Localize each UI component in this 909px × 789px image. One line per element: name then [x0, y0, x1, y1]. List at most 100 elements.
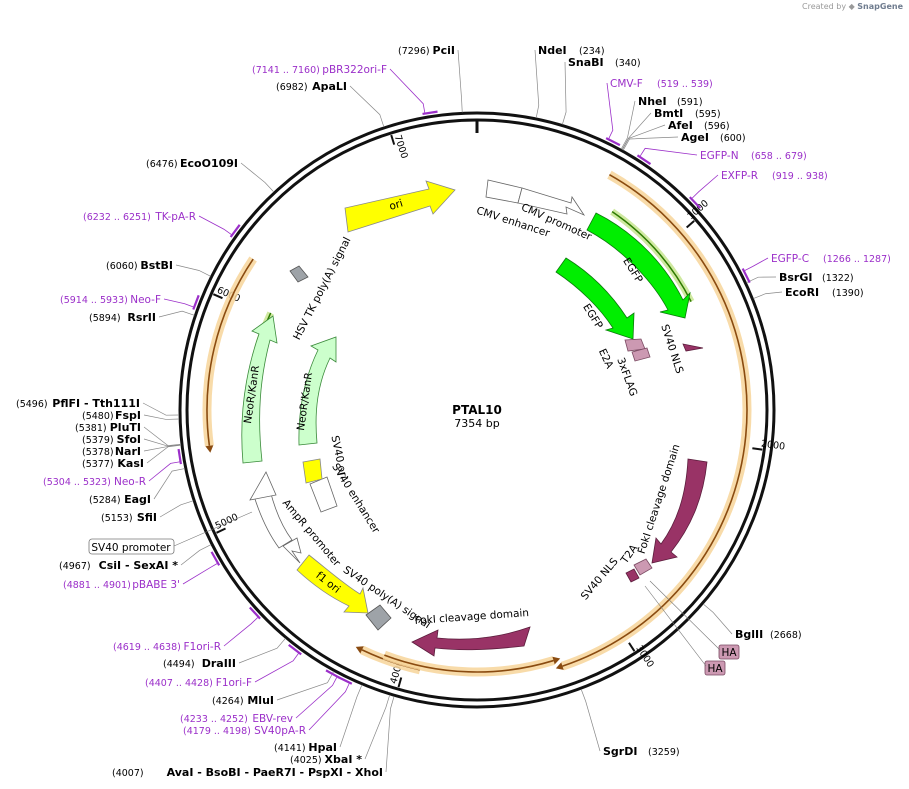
site-name[interactable]: PciI [433, 44, 455, 57]
site-name[interactable]: BmtI [654, 107, 683, 120]
primer-name[interactable]: EGFP-N [700, 150, 739, 162]
site-name[interactable]: PluTI [110, 421, 141, 434]
site-name[interactable]: EagI [124, 493, 151, 506]
site-name[interactable]: NheI [638, 95, 667, 108]
site-name[interactable]: KasI [117, 457, 144, 470]
site-name[interactable]: SnaBI [568, 56, 604, 69]
feature-neor-inner[interactable] [298, 336, 337, 446]
primer-name[interactable]: Neo-R [114, 476, 146, 488]
primer-name[interactable]: pBR322ori-F [322, 64, 387, 76]
site-name[interactable]: AvaI - BsoBI - PaeR7I - PspXI - XhoI [167, 766, 383, 779]
primer-mark [636, 154, 652, 165]
site-name[interactable]: AfeI [668, 119, 693, 132]
site-name[interactable]: FspI [115, 409, 141, 422]
backbone-inner [185, 118, 769, 702]
feature-egfp-inner[interactable] [555, 257, 635, 340]
site-position: (5153) [101, 513, 133, 524]
site-name[interactable]: SfiI [137, 511, 157, 524]
primer-mark [741, 268, 751, 284]
primer-name[interactable]: F1ori-F [216, 677, 252, 689]
feature-f1-ori[interactable] [296, 554, 369, 614]
orf-arrowhead [205, 445, 214, 453]
ha-leader-1 [649, 580, 721, 651]
primer-name[interactable]: SV40pA-R [254, 725, 306, 737]
primer-mark [288, 643, 302, 656]
site-leader [158, 310, 195, 318]
feature-t2a[interactable] [633, 558, 653, 576]
primer-range: (4179 .. 4198) [183, 726, 251, 737]
site-name[interactable]: CsiI - SexAI * [99, 559, 179, 572]
site-name[interactable]: AgeI [681, 131, 709, 144]
feature-foki-right[interactable] [651, 458, 708, 564]
primer-name[interactable]: EBV-rev [252, 713, 293, 725]
primer-name[interactable]: pBABE 3' [132, 579, 180, 591]
feature-sv40-promoter-head[interactable] [249, 471, 277, 501]
site-position: (6982) [276, 82, 308, 93]
primer-leader [691, 174, 719, 199]
site-name[interactable]: SfoI [117, 433, 141, 446]
primer-name[interactable]: EGFP-C [771, 253, 809, 265]
feature-sv40-nls-outer[interactable] [682, 343, 704, 352]
primer-leader [606, 82, 614, 139]
site-leader [339, 684, 363, 748]
primer-name[interactable]: EXFP-R [721, 170, 758, 182]
feature-sv40-nls-lower[interactable] [625, 568, 640, 583]
primer-name[interactable]: TK-pA-R [154, 211, 196, 223]
primer-leader [254, 653, 299, 683]
site-position: (5480) [82, 411, 114, 422]
primer-mark [229, 224, 241, 238]
tick-mark [397, 677, 403, 688]
feature-3xflag[interactable] [631, 347, 651, 362]
site-name[interactable]: BglII [735, 628, 763, 641]
site-position: (1322) [822, 273, 854, 284]
feature-neor-outer[interactable] [241, 315, 278, 464]
primer-name[interactable]: F1ori-R [184, 641, 221, 653]
site-name[interactable]: XbaI * [325, 753, 363, 766]
feature-foki-bottom[interactable] [411, 626, 531, 657]
primer-name[interactable]: Neo-F [130, 294, 161, 306]
feature-ori[interactable] [344, 180, 456, 233]
site-name[interactable]: RsrII [127, 311, 156, 324]
tick-label: 7000 [392, 134, 410, 160]
feature-ha-1[interactable] [718, 644, 740, 660]
site-name[interactable]: EcoO109I [180, 157, 238, 170]
feature-hsv-tk-polya[interactable] [289, 265, 309, 283]
site-name[interactable]: DraIII [202, 657, 236, 670]
primer-mark [688, 196, 702, 209]
primer-name[interactable]: CMV-F [610, 78, 643, 90]
snapgene-credit: Created by ◆ SnapGene [802, 2, 903, 11]
feature-ampr-promoter[interactable] [282, 537, 302, 564]
primer-mark [210, 551, 221, 566]
site-name[interactable]: EcoRI [785, 286, 819, 299]
site-leader [349, 85, 385, 128]
feature-ha-2[interactable] [704, 660, 726, 676]
site-name[interactable]: BstBI [140, 259, 173, 272]
feature-cmv-promoter[interactable] [517, 187, 586, 216]
primer-leader [148, 461, 180, 482]
orf-line [384, 654, 554, 673]
orf-arrowhead [552, 656, 561, 665]
feature-sv40-promoter[interactable] [253, 489, 293, 549]
feature-cmv-enhancer[interactable] [485, 179, 523, 204]
feature-sv40-ori[interactable] [302, 458, 323, 484]
tick-label: 2000 [760, 438, 785, 452]
site-name[interactable]: NarI [115, 445, 141, 458]
site-name[interactable]: BsrGI [779, 271, 812, 284]
egfp-orf-line [611, 211, 692, 302]
primer-leader [198, 215, 232, 235]
site-name[interactable]: MluI [247, 694, 274, 707]
primer-range: (519 .. 539) [657, 79, 713, 90]
site-leader [240, 162, 275, 193]
primer-marks [177, 110, 751, 685]
feature-hsv-tk-polya-label: HSV TK poly(A) signal [291, 235, 353, 342]
site-name[interactable]: ApaLI [312, 80, 347, 93]
feature-sv40-enhancer[interactable] [309, 476, 338, 513]
feature-egfp-outer[interactable] [586, 212, 691, 319]
site-name[interactable]: SgrDI [603, 745, 637, 758]
feature-sv40-polya[interactable] [365, 604, 392, 631]
site-name[interactable]: PflFI - Tth111I [52, 397, 140, 410]
primer-range: (4233 .. 4252) [180, 714, 248, 725]
site-name[interactable]: HpaI [308, 741, 337, 754]
site-name[interactable]: NdeI [538, 44, 567, 57]
